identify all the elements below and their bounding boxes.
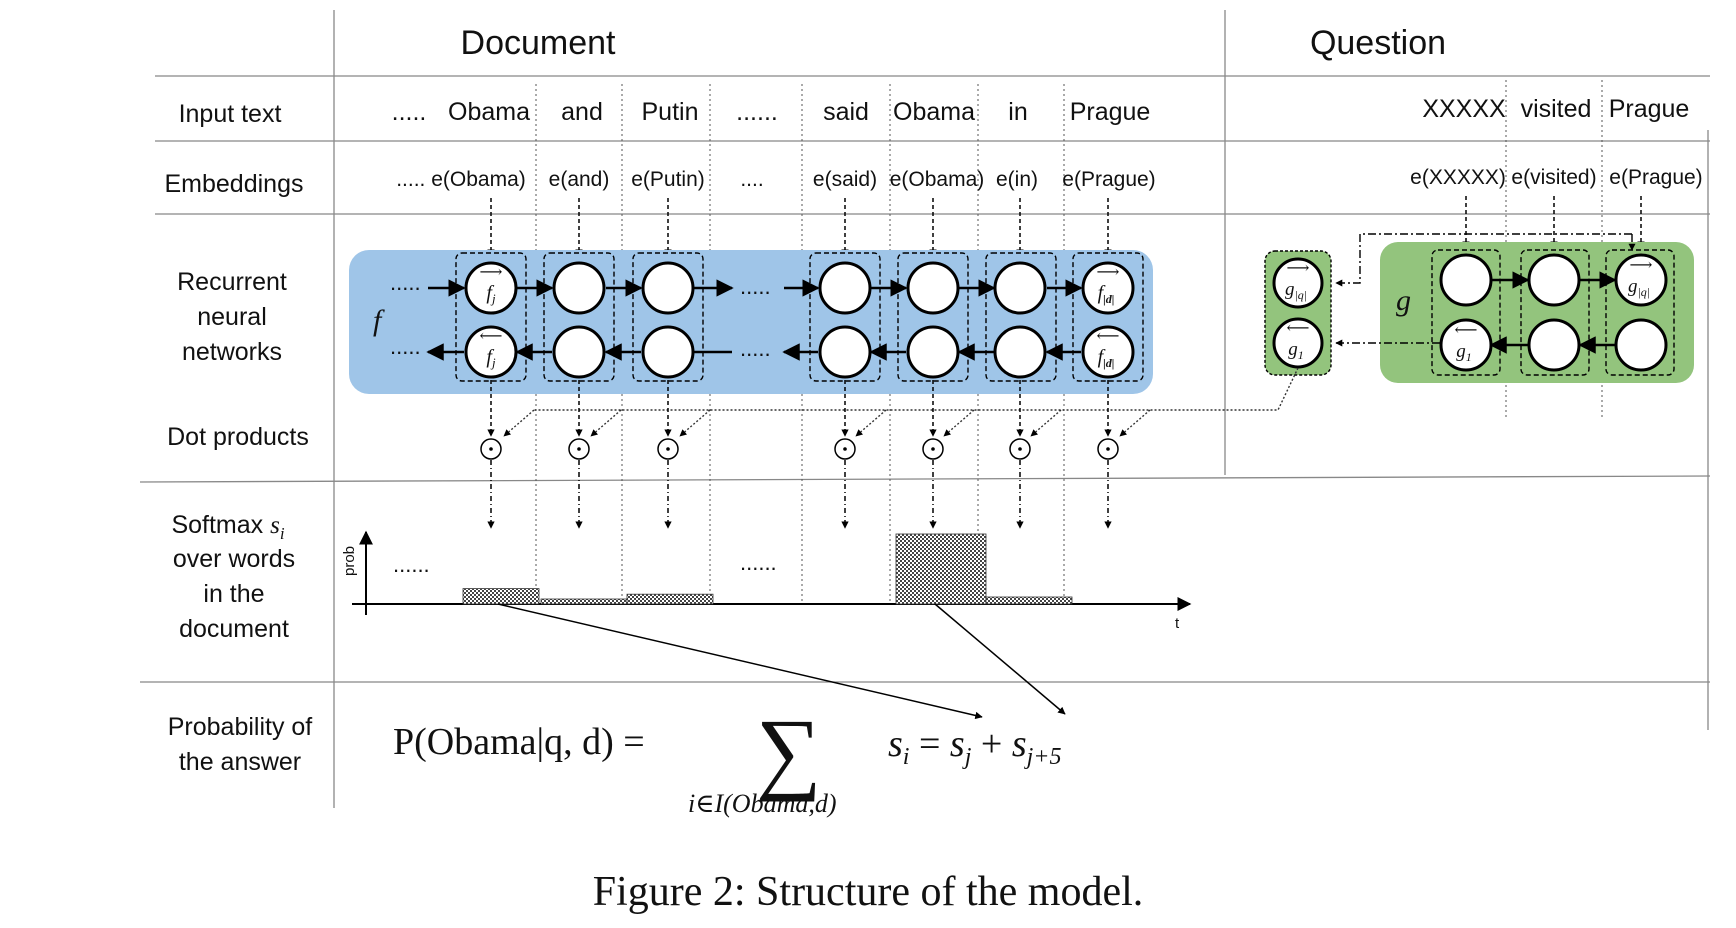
row-label-probability-2: the answer xyxy=(179,748,301,776)
question-rnn-label: g xyxy=(1396,284,1411,317)
rnn-ellipsis: ..... xyxy=(740,336,771,361)
svg-text:⟶: ⟶ xyxy=(1630,257,1653,274)
svg-text:⟶: ⟶ xyxy=(1287,260,1310,277)
softmax-ellipsis: ...... xyxy=(393,552,430,577)
softmax-ellipsis: ...... xyxy=(740,550,777,575)
row-label-softmax-3: in the xyxy=(203,580,264,608)
doc-token: said xyxy=(823,98,869,126)
softmax-chart: prob t ...... ...... xyxy=(341,530,1192,632)
question-token: XXXXX xyxy=(1422,95,1506,123)
svg-text:⟶: ⟶ xyxy=(480,264,503,281)
svg-text:⟵: ⟵ xyxy=(480,328,503,345)
question-embedding: e(Prague) xyxy=(1609,166,1702,189)
softmax-bar xyxy=(895,533,987,605)
doc-token: and xyxy=(561,98,603,126)
doc-token: Prague xyxy=(1070,98,1151,126)
svg-text:fj: fj xyxy=(486,282,496,306)
doc-embedding: e(in) xyxy=(996,168,1038,191)
doc-token-ellipsis-start: ..... xyxy=(392,98,427,126)
dot-product-nodes xyxy=(480,438,1119,460)
doc-embedding: e(Putin) xyxy=(631,168,705,191)
doc-rnn-cells xyxy=(464,261,1135,379)
doc-embedding: e(Obama) xyxy=(890,168,985,191)
formula-sum-symbol: ∑ xyxy=(756,700,822,802)
rnn-ellipsis: ..... xyxy=(390,334,421,359)
doc-embedding: ..... e(Obama) xyxy=(396,168,526,191)
row-label-input-text: Input text xyxy=(179,100,282,128)
question-token: Prague xyxy=(1609,95,1690,123)
doc-token-ellipsis-mid: ...... xyxy=(736,98,778,126)
svg-text:⟵: ⟵ xyxy=(1097,328,1120,345)
table-grid xyxy=(139,10,1711,808)
question-embedding: e(XXXXX) xyxy=(1410,166,1506,189)
answer-arrows xyxy=(497,603,1066,720)
doc-token: in xyxy=(1008,98,1027,126)
embedding-arrows xyxy=(487,196,1645,257)
rnn-ellipsis: ..... xyxy=(740,274,771,299)
dot-to-softmax-arrows xyxy=(487,460,1112,529)
doc-state-labels: ⟶ fj ⟵ fj ⟶ f|d| ⟵ f|d| xyxy=(480,264,1120,370)
softmax-x-label: t xyxy=(1175,615,1180,632)
question-broadcast-line xyxy=(503,367,1299,437)
formula-sum-subscript: i∈I(Obama,d) xyxy=(688,789,837,818)
figure-caption: Figure 2: Structure of the model. xyxy=(592,869,1144,915)
row-label-softmax-2: over words xyxy=(173,545,295,573)
row-label-embeddings: Embeddings xyxy=(165,170,304,198)
question-final-cells xyxy=(1272,257,1324,369)
doc-embedding-ellipsis: .... xyxy=(740,168,763,191)
row-label-probability-1: Probability of xyxy=(168,713,313,741)
doc-embedding: e(Prague) xyxy=(1062,168,1155,191)
rnn-to-dot-arrows xyxy=(487,380,1112,437)
dot-product-centers xyxy=(489,447,1110,451)
rnn-ellipsis: ..... xyxy=(390,270,421,295)
formula-rhs: si = sj + sj+5 xyxy=(888,723,1061,770)
softmax-y-label: prob xyxy=(341,546,358,576)
question-header: Question xyxy=(1310,24,1446,62)
question-column-frames xyxy=(1431,249,1675,376)
document-header: Document xyxy=(461,24,617,62)
doc-embedding: e(said) xyxy=(813,168,877,191)
probability-formula: P(Obama|q, d) = ∑ i∈I(Obama,d) si = sj +… xyxy=(393,700,1061,818)
row-label-softmax-1: Softmax si xyxy=(171,511,284,543)
doc-embedding: e(and) xyxy=(549,168,610,191)
softmax-bar xyxy=(985,596,1073,605)
doc-token: Obama xyxy=(893,98,975,126)
doc-token: Obama xyxy=(448,98,530,126)
question-embedding: e(visited) xyxy=(1511,166,1596,189)
doc-token: Putin xyxy=(642,98,699,126)
softmax-bar xyxy=(626,593,714,605)
softmax-bar xyxy=(462,588,540,605)
row-label-dot-products: Dot products xyxy=(167,423,309,451)
question-token: visited xyxy=(1521,95,1592,123)
question-rnn-arrows xyxy=(1489,271,1617,354)
row-label-rnn-3: networks xyxy=(182,338,282,366)
row-label-rnn-2: neural xyxy=(197,303,267,331)
question-state-labels: ⟶ g|q| ⟵ g1 xyxy=(1455,257,1653,364)
formula-lhs: P(Obama|q, d) = xyxy=(393,721,645,763)
doc-rnn-arrows xyxy=(426,279,1083,361)
svg-text:fj: fj xyxy=(486,346,496,370)
question-connectors xyxy=(1335,233,1636,347)
softmax-bar xyxy=(540,598,628,605)
svg-text:⟶: ⟶ xyxy=(1097,264,1120,281)
question-rnn-cells xyxy=(1439,253,1668,372)
row-label-softmax-4: document xyxy=(179,615,289,643)
svg-text:⟵: ⟵ xyxy=(1287,320,1310,337)
doc-column-frames xyxy=(455,252,1144,382)
svg-text:⟵: ⟵ xyxy=(1455,322,1478,339)
row-label-rnn-1: Recurrent xyxy=(177,268,287,296)
